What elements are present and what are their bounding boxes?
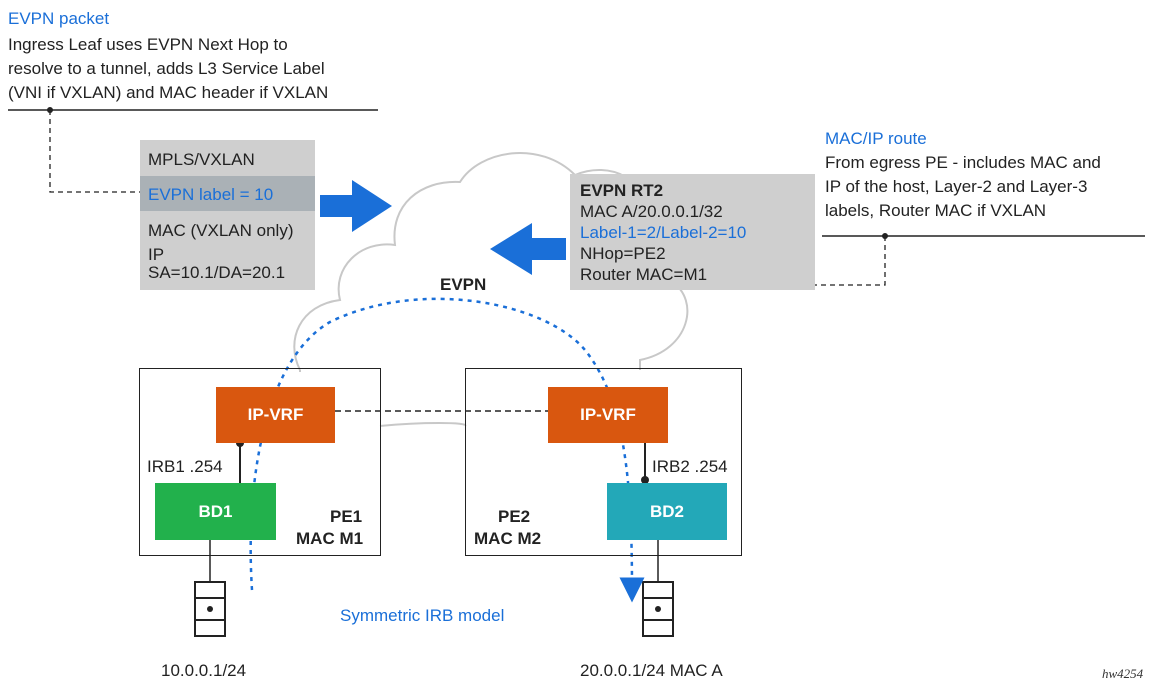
evpn-packet-line-1: Ingress Leaf uses EVPN Next Hop to [8, 35, 288, 54]
host2-ip: 20.0.0.1/24 MAC A [580, 661, 723, 680]
evpn-label-row [140, 176, 315, 211]
macip-route-line-3: labels, Router MAC if VXLAN [825, 201, 1047, 220]
arrow-right-icon [320, 180, 392, 232]
packet-row-ip: IP [148, 245, 165, 264]
packet-row-mac: MAC (VXLAN only) [148, 221, 294, 240]
rt2-line-4: Router MAC=M1 [580, 265, 708, 284]
evpn-packet-connector [49, 110, 140, 193]
host1-ip: 10.0.0.1/24 [161, 661, 247, 680]
model-label: Symmetric IRB model [340, 606, 505, 625]
pe1-bd1: BD1 [155, 483, 276, 540]
pe1-mac: MAC M1 [296, 529, 364, 548]
packet-stack: MPLS/VXLAN EVPN label = 10 MAC (VXLAN on… [140, 140, 315, 290]
server2-icon [642, 581, 674, 637]
evpn-packet-line-2: resolve to a tunnel, adds L3 Service Lab… [8, 59, 325, 78]
packet-row-sa-da: SA=10.1/DA=20.1 [148, 263, 286, 282]
server1-icon [194, 581, 226, 637]
packet-row-evpn-label: EVPN label = 10 [148, 185, 274, 204]
rt2-line-3: NHop=PE2 [580, 244, 666, 263]
packet-row-mpls: MPLS/VXLAN [148, 150, 255, 169]
cloud-label: EVPN [440, 275, 487, 294]
macip-route-title: MAC/IP route [825, 129, 927, 148]
pe2-irb-label: IRB2 .254 [652, 457, 728, 476]
macip-route-line-1: From egress PE - includes MAC and [825, 153, 1101, 172]
pe2-box [465, 368, 742, 556]
figure-id: hw4254 [1102, 666, 1144, 681]
pe2-name: PE2 [498, 507, 531, 526]
pe1-ip-vrf: IP-VRF [216, 387, 335, 443]
arrow-left-icon [490, 223, 566, 275]
rt2-box: EVPN RT2 MAC A/20.0.0.1/32 Label-1=2/Lab… [570, 174, 815, 290]
macip-route-connector [815, 236, 886, 286]
pe2-mac: MAC M2 [474, 529, 542, 548]
evpn-packet-title: EVPN packet [8, 9, 110, 28]
rt2-title: EVPN RT2 [580, 181, 664, 200]
pe1-name: PE1 [330, 507, 363, 526]
macip-route-line-2: IP of the host, Layer-2 and Layer-3 [825, 177, 1088, 196]
rt2-line-2: Label-1=2/Label-2=10 [580, 223, 747, 242]
pe2-ip-vrf: IP-VRF [548, 387, 668, 443]
rt2-line-1: MAC A/20.0.0.1/32 [580, 202, 723, 221]
pe2-bd2: BD2 [607, 483, 727, 540]
evpn-packet-line-3: (VNI if VXLAN) and MAC header if VXLAN [8, 83, 329, 102]
pe1-box [139, 368, 381, 556]
pe1-irb-label: IRB1 .254 [147, 457, 223, 476]
